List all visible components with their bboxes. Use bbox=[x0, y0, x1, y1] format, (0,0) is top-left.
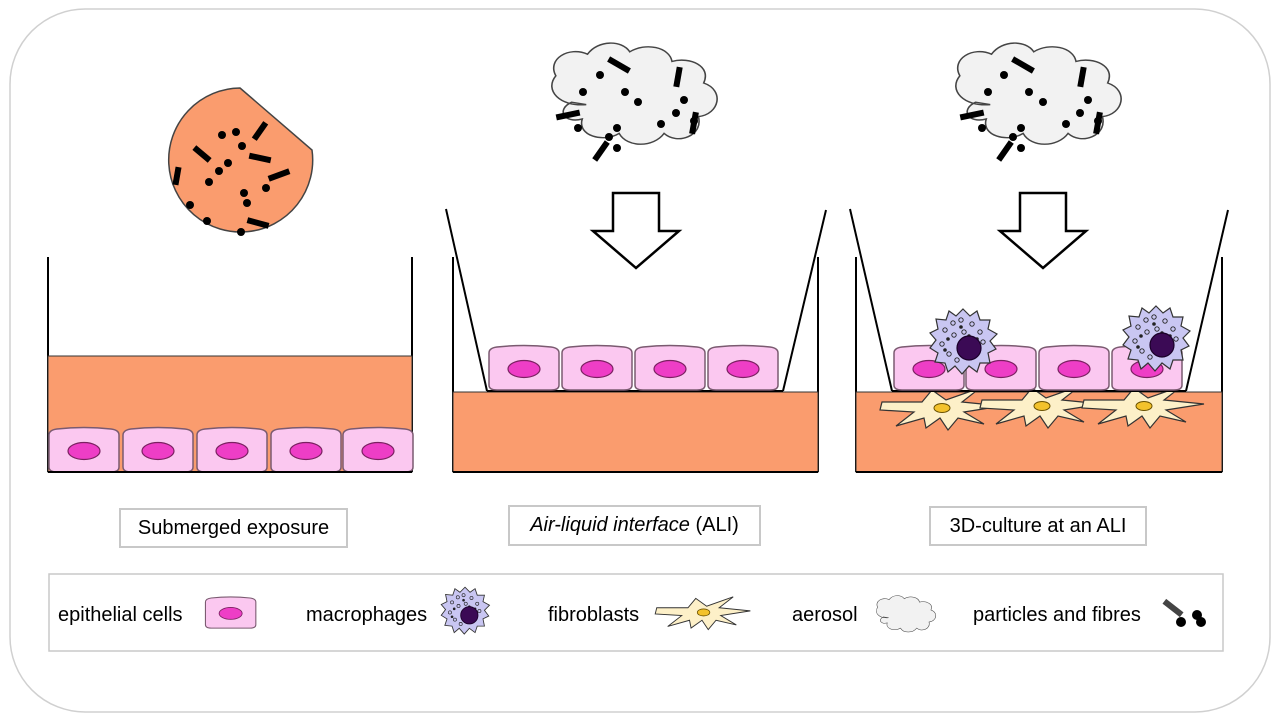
legend-aerosol-label: aerosol bbox=[792, 604, 858, 626]
epithelial-cell-icon bbox=[204, 596, 257, 629]
panel-label-italic: Air-liquid interface bbox=[530, 514, 690, 536]
panel-label-ali: Air-liquid interface (ALI) bbox=[508, 505, 761, 546]
legend-fibroblasts-label: fibroblasts bbox=[548, 604, 640, 626]
aerosol-cloud-icon bbox=[955, 42, 1122, 162]
panel-label-submerged: Submerged exposure bbox=[119, 508, 348, 548]
panel-submerged bbox=[47, 87, 414, 473]
panel-label-text: Submerged exposure bbox=[137, 516, 330, 539]
panel-label-3d-culture: 3D-culture at an ALI bbox=[929, 506, 1147, 546]
legend-particles-label: particles and fibres bbox=[973, 604, 1141, 626]
particle-icon bbox=[172, 121, 291, 236]
panel-3d-culture bbox=[849, 42, 1229, 473]
legend-epithelial-label: epithelial cells bbox=[58, 604, 183, 626]
particle-icon bbox=[1162, 598, 1206, 627]
droplet-icon bbox=[167, 87, 314, 233]
panel-label-rest: (ALI) bbox=[689, 514, 739, 536]
panel-ali bbox=[445, 42, 827, 473]
legend-macrophages-label: macrophages bbox=[306, 604, 428, 626]
panel-label-text: 3D-culture at an ALI bbox=[949, 514, 1127, 537]
aerosol-cloud-icon bbox=[551, 42, 718, 162]
